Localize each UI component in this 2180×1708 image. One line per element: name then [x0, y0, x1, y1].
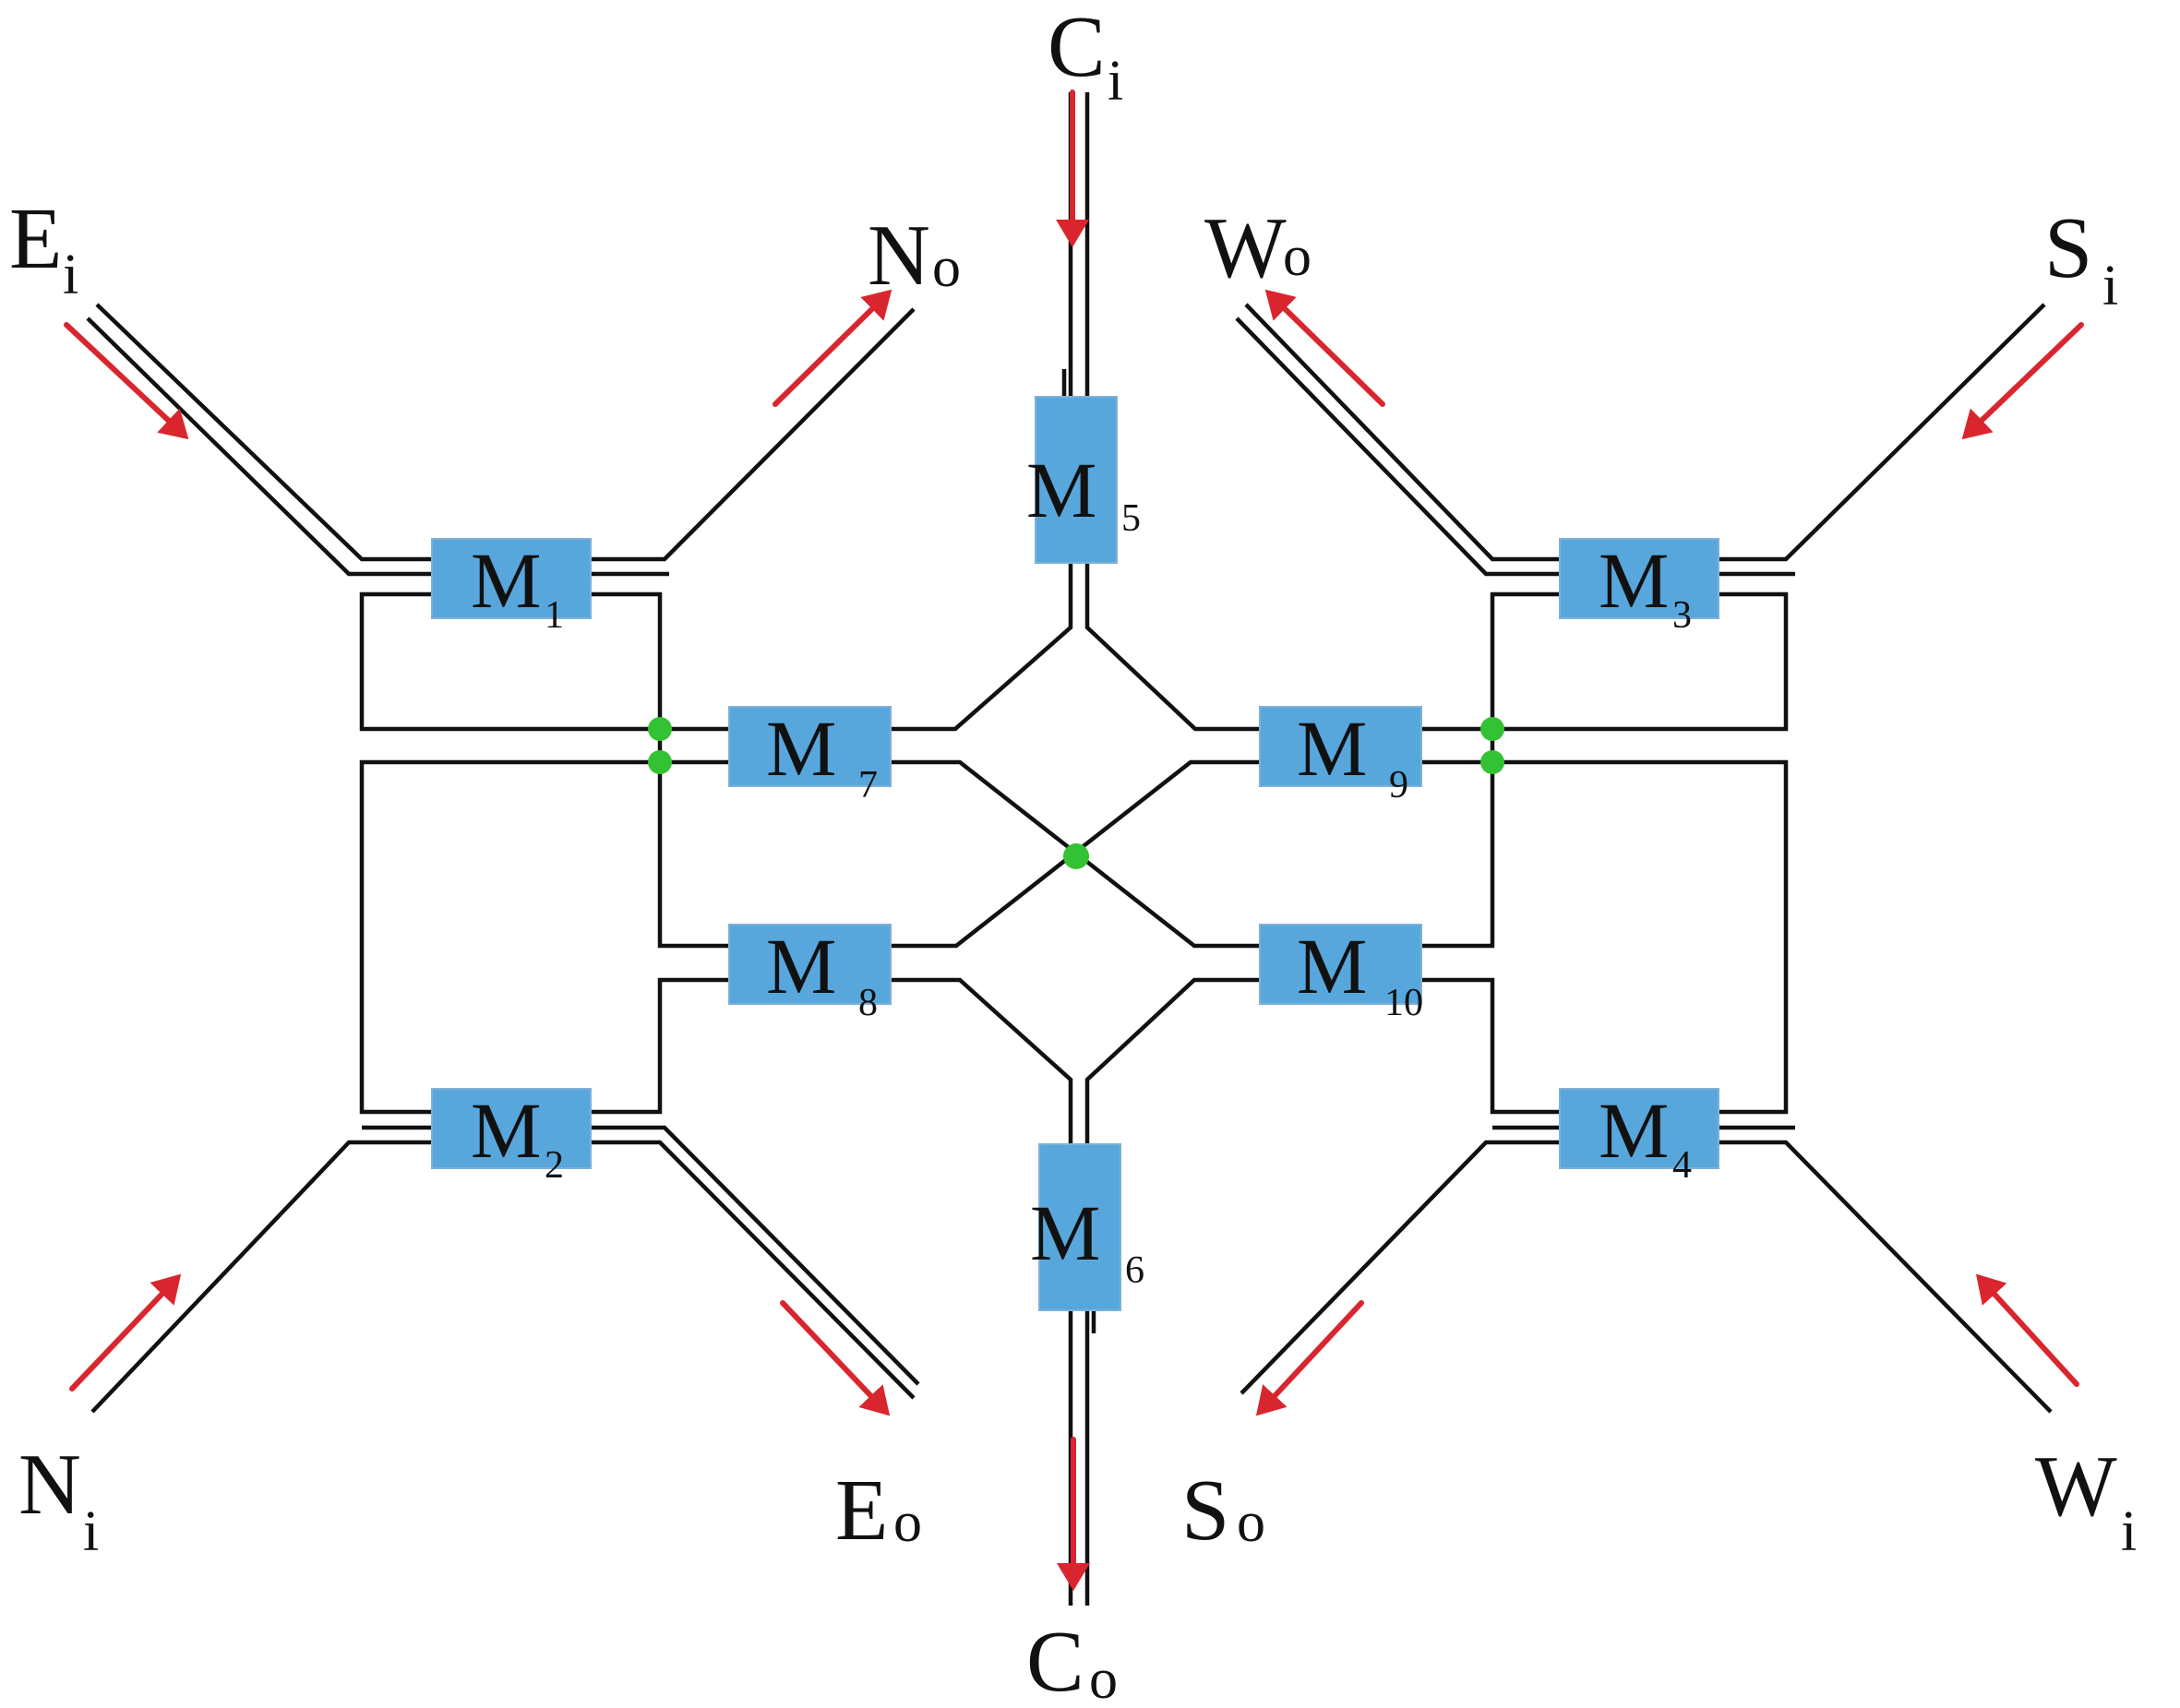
port-label-co: C o	[1026, 1614, 1118, 1708]
svg-text:S: S	[1181, 1463, 1229, 1559]
port-label-wi: W i	[2035, 1439, 2137, 1563]
port-label-ni: N i	[18, 1437, 99, 1563]
module-m9: M 9	[1259, 704, 1422, 806]
svg-text:o: o	[932, 236, 961, 299]
module-letter: M	[1599, 1086, 1669, 1175]
wire-m5-split-left	[912, 558, 1073, 732]
svg-text:N: N	[18, 1437, 81, 1533]
svg-text:i: i	[1108, 50, 1123, 113]
svg-text:N: N	[868, 208, 930, 304]
module-index: 5	[1121, 497, 1141, 540]
crossover-node	[648, 750, 672, 774]
module-m10: M 10	[1259, 922, 1423, 1024]
wire-m9-right-loop	[1421, 591, 1789, 732]
wire-so	[1240, 1140, 1560, 1395]
svg-text:i: i	[63, 244, 78, 306]
arrow-so	[1255, 1300, 1364, 1416]
wire-ei-a	[95, 303, 432, 562]
arrow-no	[773, 289, 892, 407]
module-letter: M	[766, 922, 836, 1010]
wire-ei-b	[86, 317, 432, 577]
module-index: 7	[858, 764, 878, 806]
arrow-wo	[1264, 289, 1385, 407]
wire-no	[591, 307, 916, 562]
wire-m9-lower-right	[1421, 759, 1789, 1115]
module-m3: M 3	[1559, 536, 1719, 637]
svg-text:o: o	[1089, 1648, 1118, 1708]
module-letter: M	[766, 704, 836, 793]
svg-text:i: i	[83, 1500, 99, 1563]
module-index: 4	[1672, 1144, 1692, 1187]
module-index: 2	[545, 1144, 564, 1187]
wire-wo-b	[1235, 317, 1560, 577]
svg-text:o: o	[1283, 225, 1312, 288]
module-letter: M	[471, 536, 541, 625]
module-m7: M 7	[728, 704, 892, 806]
arrow-si	[1961, 322, 2084, 440]
svg-text:C: C	[1048, 0, 1106, 95]
crossover-node	[1063, 843, 1089, 869]
wire-eo	[591, 1140, 916, 1400]
port-labels: C i C o E i E o N i N o S i S o	[9, 0, 2137, 1708]
wire-m8-lower	[591, 977, 729, 1115]
svg-text:o: o	[893, 1491, 922, 1554]
wire-m5-split-right	[1084, 558, 1260, 732]
wire-ni-a	[90, 1140, 432, 1414]
module-m4: M 4	[1559, 1086, 1719, 1187]
module-index: 6	[1125, 1249, 1144, 1292]
port-label-si: S i	[2044, 200, 2118, 317]
modules: M 1 M 2 M 3 M 4 M 5 M 6 M	[431, 396, 1719, 1311]
crossover-node	[648, 717, 672, 741]
port-label-so: S o	[1181, 1463, 1265, 1559]
port-label-ei: E i	[9, 191, 78, 306]
wire-m7-lower-left	[359, 759, 729, 1115]
port-label-eo: E o	[835, 1463, 922, 1559]
arrow-wi	[1975, 1273, 2079, 1387]
module-m1: M 1	[431, 536, 592, 637]
arrow-ni	[69, 1273, 182, 1391]
module-m2: M 2	[431, 1086, 592, 1187]
module-letter: M	[1297, 922, 1367, 1010]
direction-arrows	[64, 90, 2084, 1591]
arrow-eo	[780, 1300, 891, 1416]
module-index: 1	[545, 594, 564, 637]
crossover-node	[1480, 750, 1504, 774]
svg-text:i: i	[2102, 255, 2118, 317]
module-index: 9	[1389, 764, 1408, 806]
wire-wi	[1717, 1140, 2053, 1414]
module-letter: M	[1599, 536, 1669, 625]
module-letter: M	[1026, 446, 1096, 534]
svg-text:i: i	[2121, 1500, 2137, 1563]
svg-text:W: W	[1204, 200, 1287, 296]
wire-m10-lower	[1421, 977, 1560, 1115]
svg-text:E: E	[9, 191, 62, 287]
svg-text:C: C	[1026, 1614, 1084, 1708]
module-letter: M	[1297, 704, 1367, 793]
module-letter: M	[1030, 1188, 1100, 1277]
module-index: 8	[858, 982, 878, 1024]
wire-eo-b	[591, 1125, 920, 1386]
module-letter: M	[471, 1086, 541, 1175]
svg-text:W: W	[2035, 1439, 2117, 1535]
port-label-wo: W o	[1204, 200, 1312, 296]
module-index: 10	[1384, 982, 1423, 1024]
svg-text:o: o	[1237, 1491, 1265, 1554]
wire-m8-down	[891, 977, 1073, 1144]
port-label-ci: C i	[1048, 0, 1123, 113]
wire-si	[1717, 303, 2046, 562]
wire-m10-down	[1084, 977, 1260, 1144]
module-m6: M 6	[1030, 1143, 1144, 1311]
module-m5: M 5	[1026, 396, 1141, 564]
wire-m1-left-loop	[359, 591, 729, 732]
crossover-nodes	[648, 717, 1504, 869]
module-m8: M 8	[728, 922, 892, 1024]
module-index: 3	[1672, 594, 1692, 637]
svg-text:S: S	[2044, 200, 2092, 296]
crossover-node	[1480, 717, 1504, 741]
arrow-ei	[64, 322, 189, 440]
wire-wo-a	[1244, 303, 1560, 562]
svg-text:E: E	[835, 1463, 888, 1559]
port-label-no: N o	[868, 208, 961, 304]
